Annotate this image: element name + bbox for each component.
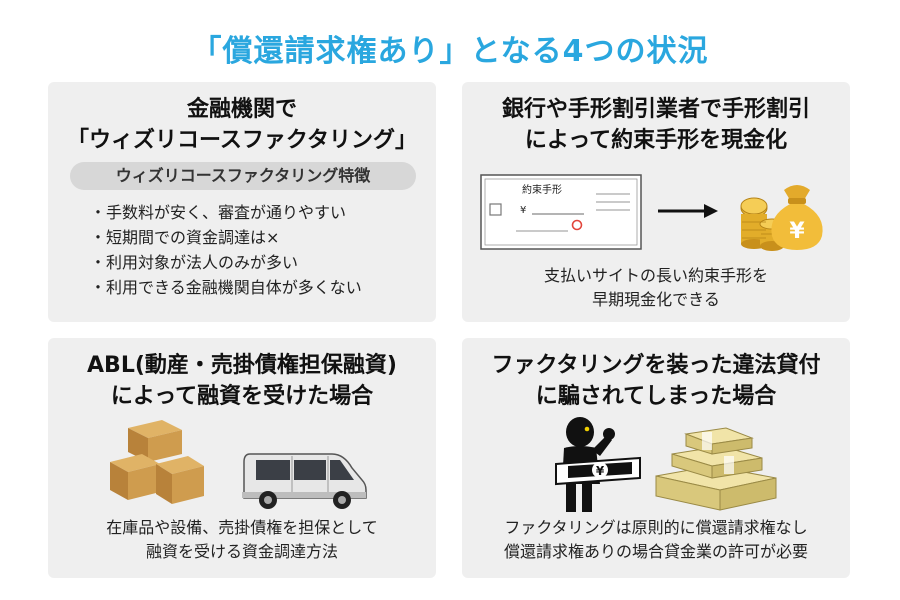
description-line-1: 支払いサイトの長い約束手形を xyxy=(543,266,768,285)
features-pill: ウィズリコースファクタリング特徴 xyxy=(70,162,416,190)
description-line-2: 早期現金化できる xyxy=(592,290,720,309)
card-heading-line-2: によって融資を受けた場合 xyxy=(110,384,374,409)
description-line-2: 融資を受ける資金調達方法 xyxy=(145,542,338,561)
card-heading: 金融機関で 「ウィズリコースファクタリング」 xyxy=(48,94,436,156)
card-description: 支払いサイトの長い約束手形を 早期現金化できる xyxy=(462,264,850,312)
banknote-stacks-icon xyxy=(655,427,777,511)
list-item: 利用対象が法人のみが多い xyxy=(90,250,362,275)
card-description: 在庫品や設備、売掛債権を担保として 融資を受ける資金調達方法 xyxy=(48,516,436,564)
card-heading-line-2: 「ウィズリコースファクタリング」 xyxy=(66,128,418,153)
note-label: 約束手形 xyxy=(522,183,562,196)
list-item: 短期間での資金調達は× xyxy=(90,225,362,250)
yen-mark: ¥ xyxy=(789,219,805,244)
card-abl: ABL(動産・売掛債権担保融資) によって融資を受けた場合 在庫品や設備、売掛債… xyxy=(48,338,436,578)
card-description: ファクタリングは原則的に償還請求権なし 償還請求権ありの場合貸金業の許可が必要 xyxy=(462,516,850,564)
card-illegal-lending: ファクタリングを装った違法貸付 に騙されてしまった場合 ¥ ファクタリングは原則… xyxy=(462,338,850,578)
card-with-recourse-factoring: 金融機関で 「ウィズリコースファクタリング」 ウィズリコースファクタリング特徴 … xyxy=(48,82,436,322)
card-heading: ABL(動産・売掛債権担保融資) によって融資を受けた場合 xyxy=(48,350,436,412)
card-bill-discount: 銀行や手形割引業者で手形割引 によって約束手形を現金化 約束手形 ¥ xyxy=(462,82,850,322)
thief-icon: ¥ xyxy=(555,417,641,512)
yen-mark: ¥ xyxy=(520,205,526,216)
description-line-2: 償還請求権ありの場合貸金業の許可が必要 xyxy=(503,542,808,561)
description-line-1: 在庫品や設備、売掛債権を担保として xyxy=(106,518,378,537)
list-item: 手数料が安く、審査が通りやすい xyxy=(90,200,362,225)
features-list: 手数料が安く、審査が通りやすい 短期間での資金調達は× 利用対象が法人のみが多い… xyxy=(90,200,362,300)
card-heading-line-2: に騙されてしまった場合 xyxy=(535,384,777,409)
promissory-note-icon: 約束手形 ¥ xyxy=(480,174,642,250)
list-item: 利用できる金融機関自体が多くない xyxy=(90,275,362,300)
arrow-right-icon xyxy=(658,204,718,218)
card-heading-line-1: ファクタリングを装った違法貸付 xyxy=(491,353,821,378)
card-heading-line-1: ABL(動産・売掛債権担保融資) xyxy=(87,353,397,378)
page-title: 「償還請求権あり」となる4つの状況 xyxy=(191,34,709,69)
cardboard-boxes-icon xyxy=(110,420,204,504)
card-heading: 銀行や手形割引業者で手形割引 によって約束手形を現金化 xyxy=(462,94,850,156)
card-heading-line-1: 銀行や手形割引業者で手形割引 xyxy=(501,97,810,122)
card-heading-line-2: によって約束手形を現金化 xyxy=(524,128,788,153)
van-icon xyxy=(242,453,367,509)
card-heading: ファクタリングを装った違法貸付 に騙されてしまった場合 xyxy=(462,350,850,412)
description-line-1: ファクタリングは原則的に償還請求権なし xyxy=(504,518,808,537)
card-heading-line-1: 金融機関で xyxy=(186,97,297,122)
money-bag-icon: ¥ xyxy=(771,185,823,250)
yen-mark: ¥ xyxy=(596,464,605,478)
